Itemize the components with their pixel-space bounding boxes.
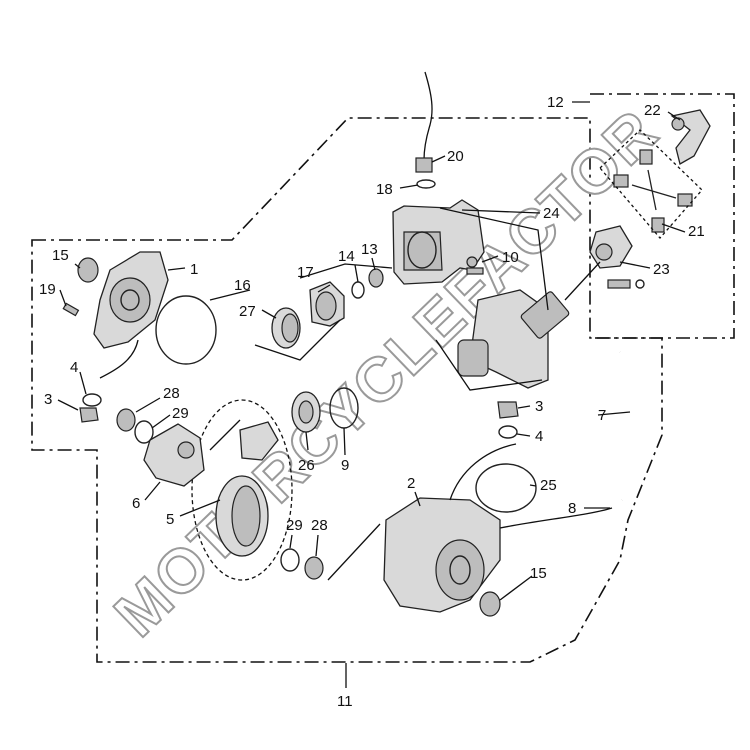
- callout-22: 22: [644, 102, 661, 119]
- nut-13: [368, 268, 384, 288]
- leader-lines: [57, 101, 686, 688]
- main-housing-2: [383, 497, 501, 613]
- oring-25: [475, 463, 537, 513]
- oring-4-right: [498, 425, 518, 439]
- bolt-19: [62, 302, 80, 317]
- oring-4-left: [82, 393, 102, 407]
- plug-3-left: [79, 407, 99, 423]
- callout-6: 6: [132, 495, 140, 512]
- callout-13: 13: [361, 241, 378, 258]
- callout-18: 18: [376, 181, 393, 198]
- callout-9: 9: [341, 457, 349, 474]
- seal-28-right: [304, 556, 324, 580]
- yoke-23: [589, 225, 645, 289]
- plug-3-right: [497, 401, 519, 419]
- pinion-gear: [239, 421, 279, 461]
- callout-10: 10: [502, 249, 519, 266]
- bearing-17: [309, 281, 345, 327]
- callout-3-left: 3: [44, 391, 52, 408]
- callout-29-right: 29: [286, 517, 303, 534]
- dash-ring-5: [191, 399, 293, 581]
- callout-8: 8: [568, 500, 576, 517]
- diff-bracket: [209, 419, 381, 581]
- callout-27: 27: [239, 303, 256, 320]
- callout-4-right: 4: [535, 428, 543, 445]
- bearing-26: [291, 391, 321, 433]
- callout-28-right: 28: [311, 517, 328, 534]
- shaft-line: [564, 261, 601, 301]
- callout-15-left: 15: [52, 247, 69, 264]
- seal-28-left: [116, 408, 136, 432]
- leader-24-bracket: [435, 207, 549, 391]
- callout-20: 20: [447, 148, 464, 165]
- oring-18: [416, 179, 436, 189]
- shaft-bracket: [254, 263, 393, 361]
- assembly-boundary-11: [31, 117, 663, 663]
- callout-28-left: 28: [163, 385, 180, 402]
- callout-16: 16: [234, 277, 251, 294]
- differential-case-6: [143, 423, 205, 487]
- speed-sensor-cable: [423, 71, 433, 161]
- callout-4-left: 4: [70, 359, 78, 376]
- callout-29-left: 29: [172, 405, 189, 422]
- callout-2: 2: [407, 475, 415, 492]
- cover-1: [93, 251, 169, 349]
- callout-24: 24: [543, 205, 560, 222]
- callout-21: 21: [688, 223, 705, 240]
- oil-seal-15-right: [479, 591, 501, 617]
- callout-14: 14: [338, 248, 355, 265]
- shim-29-right: [280, 548, 300, 572]
- bolt-10: [466, 267, 484, 275]
- callout-11: 11: [337, 693, 353, 710]
- callout-7: 7: [598, 407, 606, 424]
- callout-5: 5: [166, 511, 174, 528]
- breather-hose-7-inner: [618, 351, 637, 501]
- cross-kit-21: [599, 129, 703, 239]
- gear-housing-24: [392, 199, 485, 285]
- ring-gear-5: [215, 475, 269, 557]
- washer-14: [351, 281, 365, 299]
- callout-23: 23: [653, 261, 670, 278]
- callout-17: 17: [297, 264, 314, 281]
- oring-16: [155, 295, 217, 365]
- oil-seal-15-left: [77, 257, 99, 283]
- callout-19: 19: [39, 281, 56, 298]
- callout-3-right: 3: [535, 398, 543, 415]
- hose-8-line: [499, 507, 613, 529]
- universal-joint-22: [670, 109, 711, 165]
- needle-bearing-27: [271, 307, 301, 349]
- assembly-boundary-12: [590, 93, 735, 339]
- callout-26: 26: [298, 457, 315, 474]
- callout-1: 1: [190, 261, 198, 278]
- housing-link: [449, 443, 517, 501]
- callout-12: 12: [547, 94, 564, 111]
- callout-25: 25: [540, 477, 557, 494]
- callout-15-right: 15: [530, 565, 547, 582]
- shim-29-left: [134, 420, 154, 444]
- oring-1-wire: [99, 339, 139, 379]
- cable-connector: [415, 157, 433, 173]
- pinion-housing: [457, 289, 570, 389]
